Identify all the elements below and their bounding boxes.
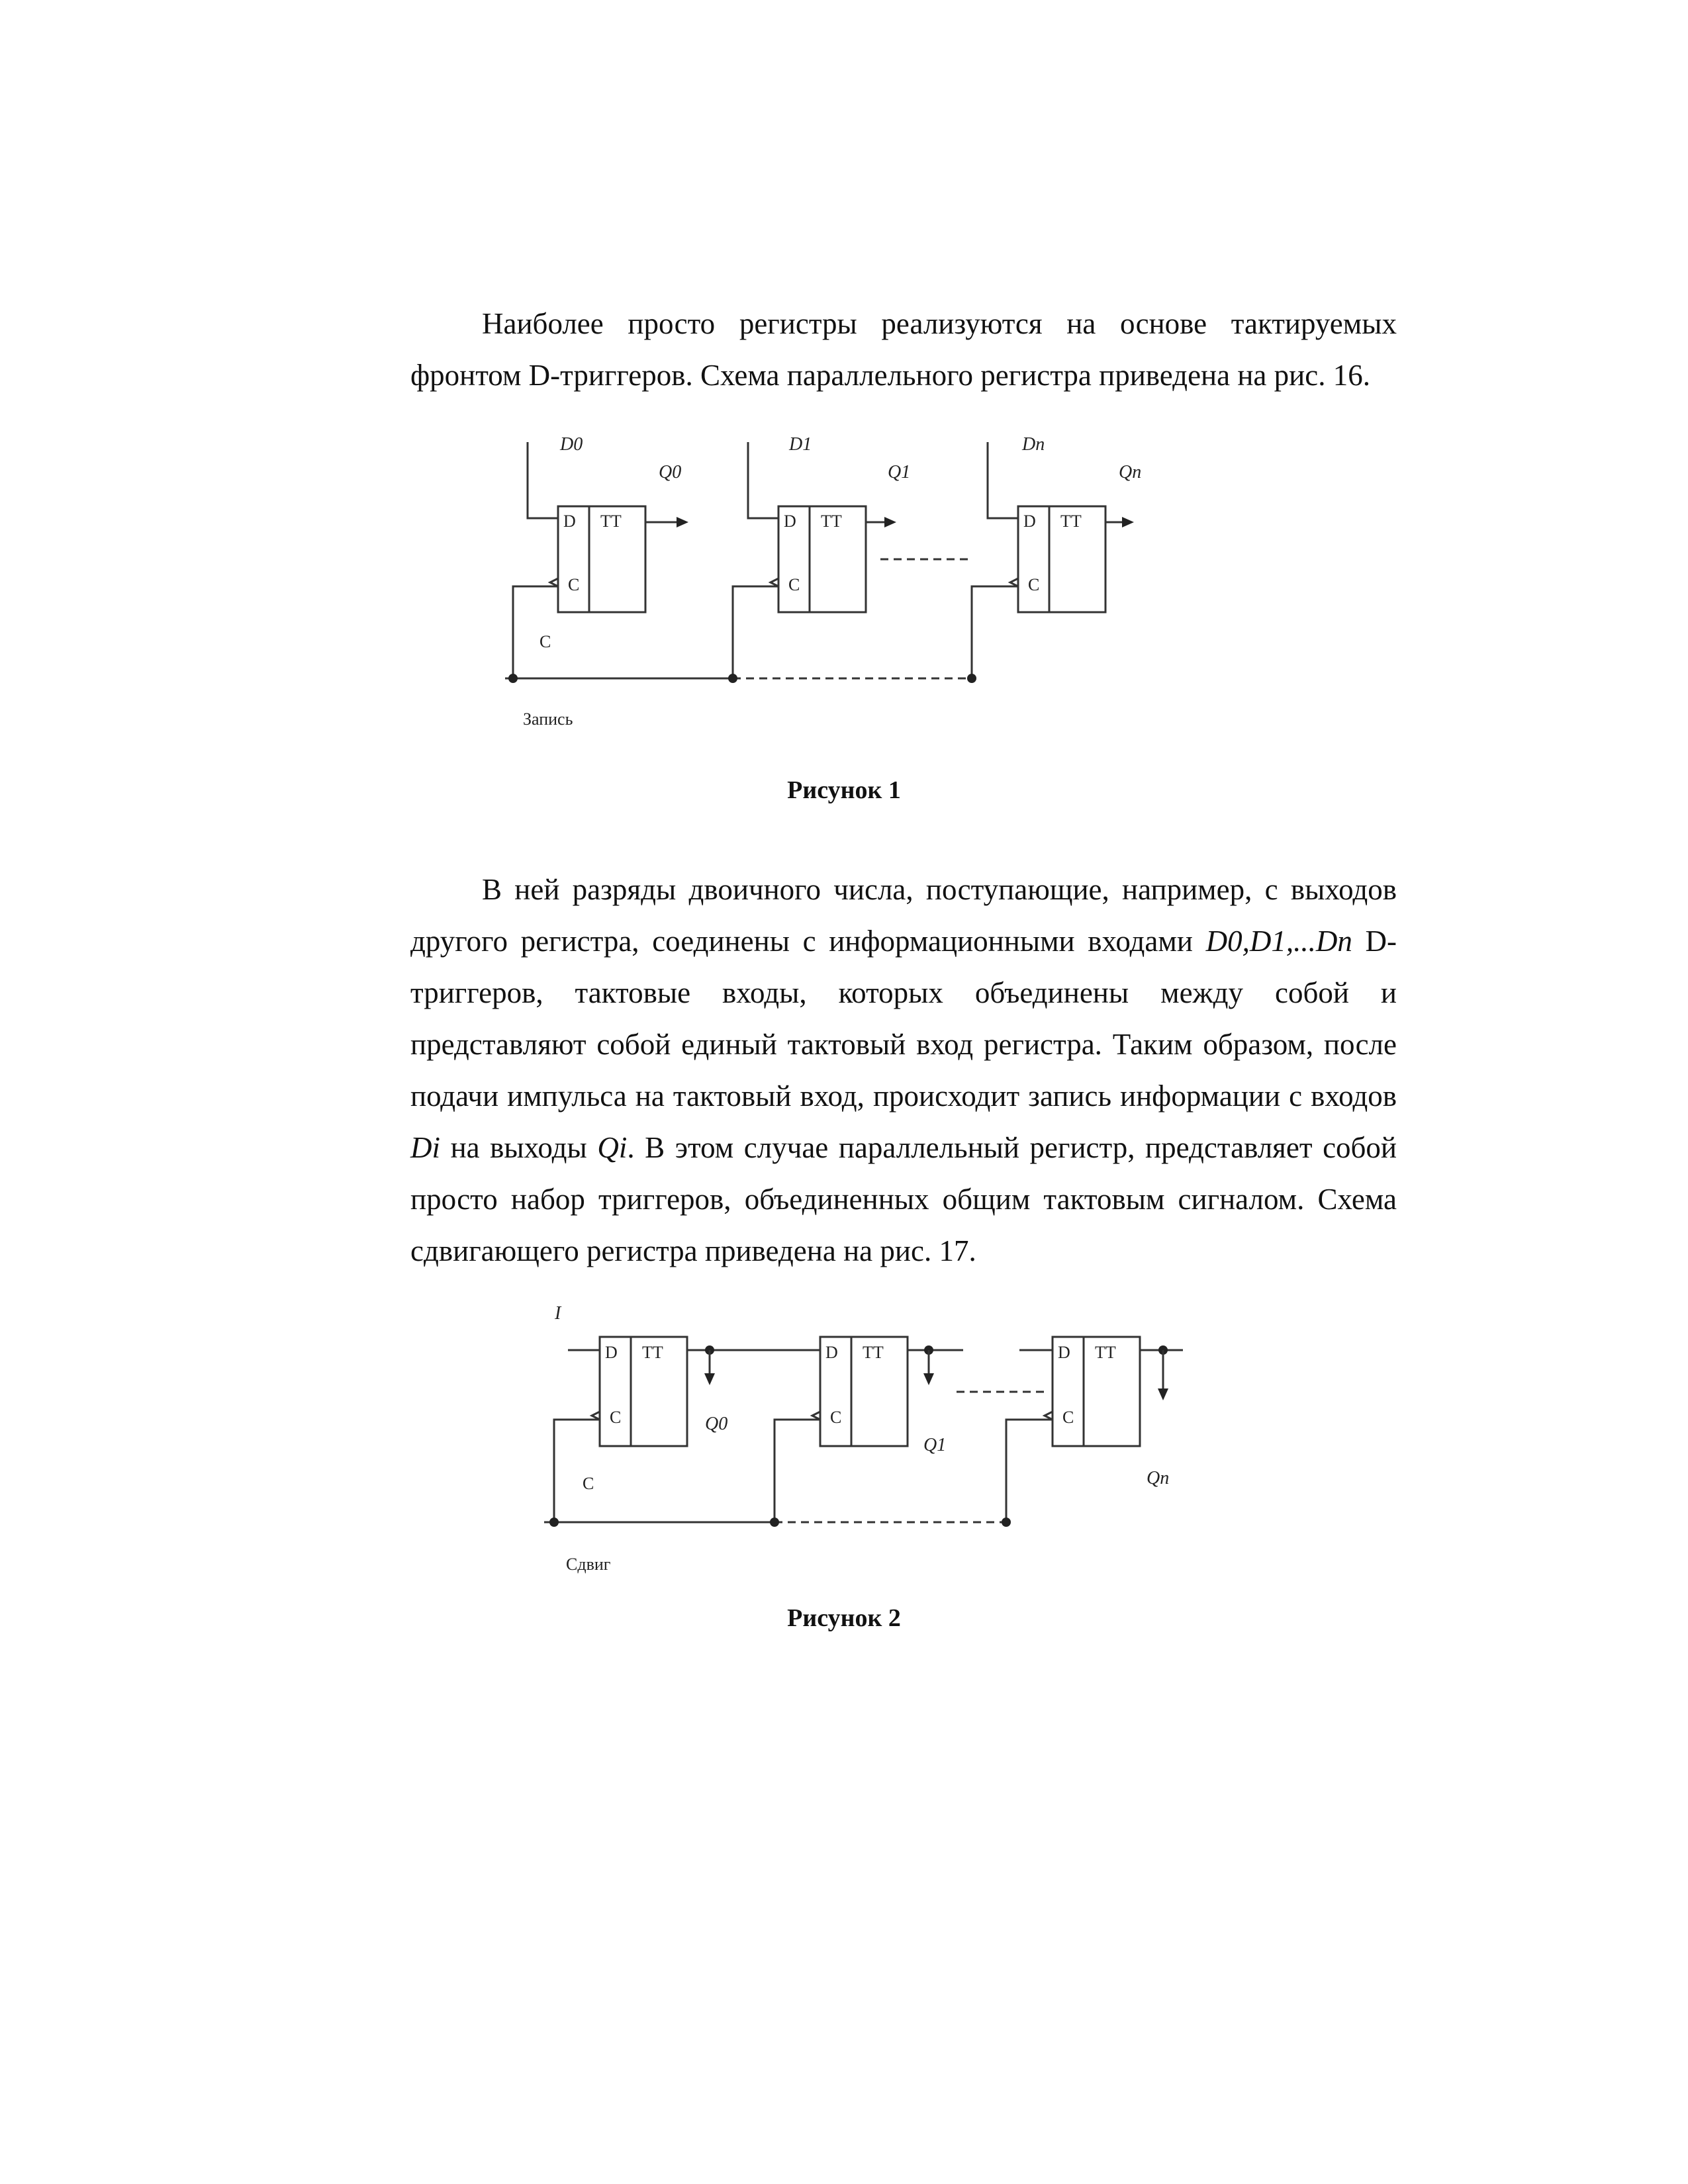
flip-flop-1: D TT C D1 Q1 <box>731 434 910 678</box>
output-q0: Q0 <box>659 462 681 482</box>
bus-label-sdvig: Сдвиг <box>566 1555 610 1574</box>
paragraph-2: В ней разряды двоичного числа, поступающ… <box>410 873 1397 1267</box>
bus-label-zapis: Запись <box>523 709 573 729</box>
output-q1: Q1 <box>923 1435 946 1455</box>
svg-text:TT: TT <box>1095 1343 1116 1362</box>
svg-text:TT: TT <box>821 512 842 531</box>
shift-ff-1: D TT C Q1 <box>773 1336 963 1522</box>
clock-label: C <box>583 1474 594 1493</box>
figure-2-caption: Рисунок 2 <box>787 1604 901 1632</box>
paragraph-1: Наиболее просто регистры реализуются на … <box>410 307 1397 392</box>
input-dn: Dn <box>1021 434 1045 455</box>
clock-label: C <box>539 632 551 651</box>
input-d0: D0 <box>559 434 583 455</box>
svg-text:TT: TT <box>600 512 622 531</box>
svg-text:C: C <box>788 575 800 594</box>
svg-text:D: D <box>1058 1343 1070 1362</box>
svg-text:D: D <box>825 1343 838 1362</box>
svg-text:TT: TT <box>863 1343 884 1362</box>
output-q0: Q0 <box>705 1414 727 1434</box>
output-qn: Qn <box>1119 462 1141 482</box>
shift-ff-0: D TT C Q0 <box>553 1336 820 1522</box>
output-qn: Qn <box>1147 1468 1169 1488</box>
output-q1: Q1 <box>888 462 910 482</box>
svg-text:D: D <box>563 512 576 531</box>
svg-text:C: C <box>610 1408 621 1427</box>
svg-text:C: C <box>830 1408 841 1427</box>
svg-text:TT: TT <box>1060 512 1082 531</box>
flip-flop-0: D TT C D0 Q0 <box>512 434 688 678</box>
svg-text:C: C <box>1062 1408 1074 1427</box>
svg-text:TT: TT <box>642 1343 663 1362</box>
input-d1: D1 <box>788 434 812 455</box>
svg-text:D: D <box>605 1343 618 1362</box>
svg-text:D: D <box>1023 512 1036 531</box>
flip-flop-n: D TT C Dn Qn <box>970 434 1141 678</box>
svg-text:C: C <box>568 575 579 594</box>
svg-text:C: C <box>1028 575 1039 594</box>
figure-1-caption: Рисунок 1 <box>787 776 901 804</box>
serial-input-label: I <box>554 1303 562 1324</box>
shift-ff-n: D TT C Qn <box>1005 1336 1183 1522</box>
svg-text:D: D <box>784 512 796 531</box>
